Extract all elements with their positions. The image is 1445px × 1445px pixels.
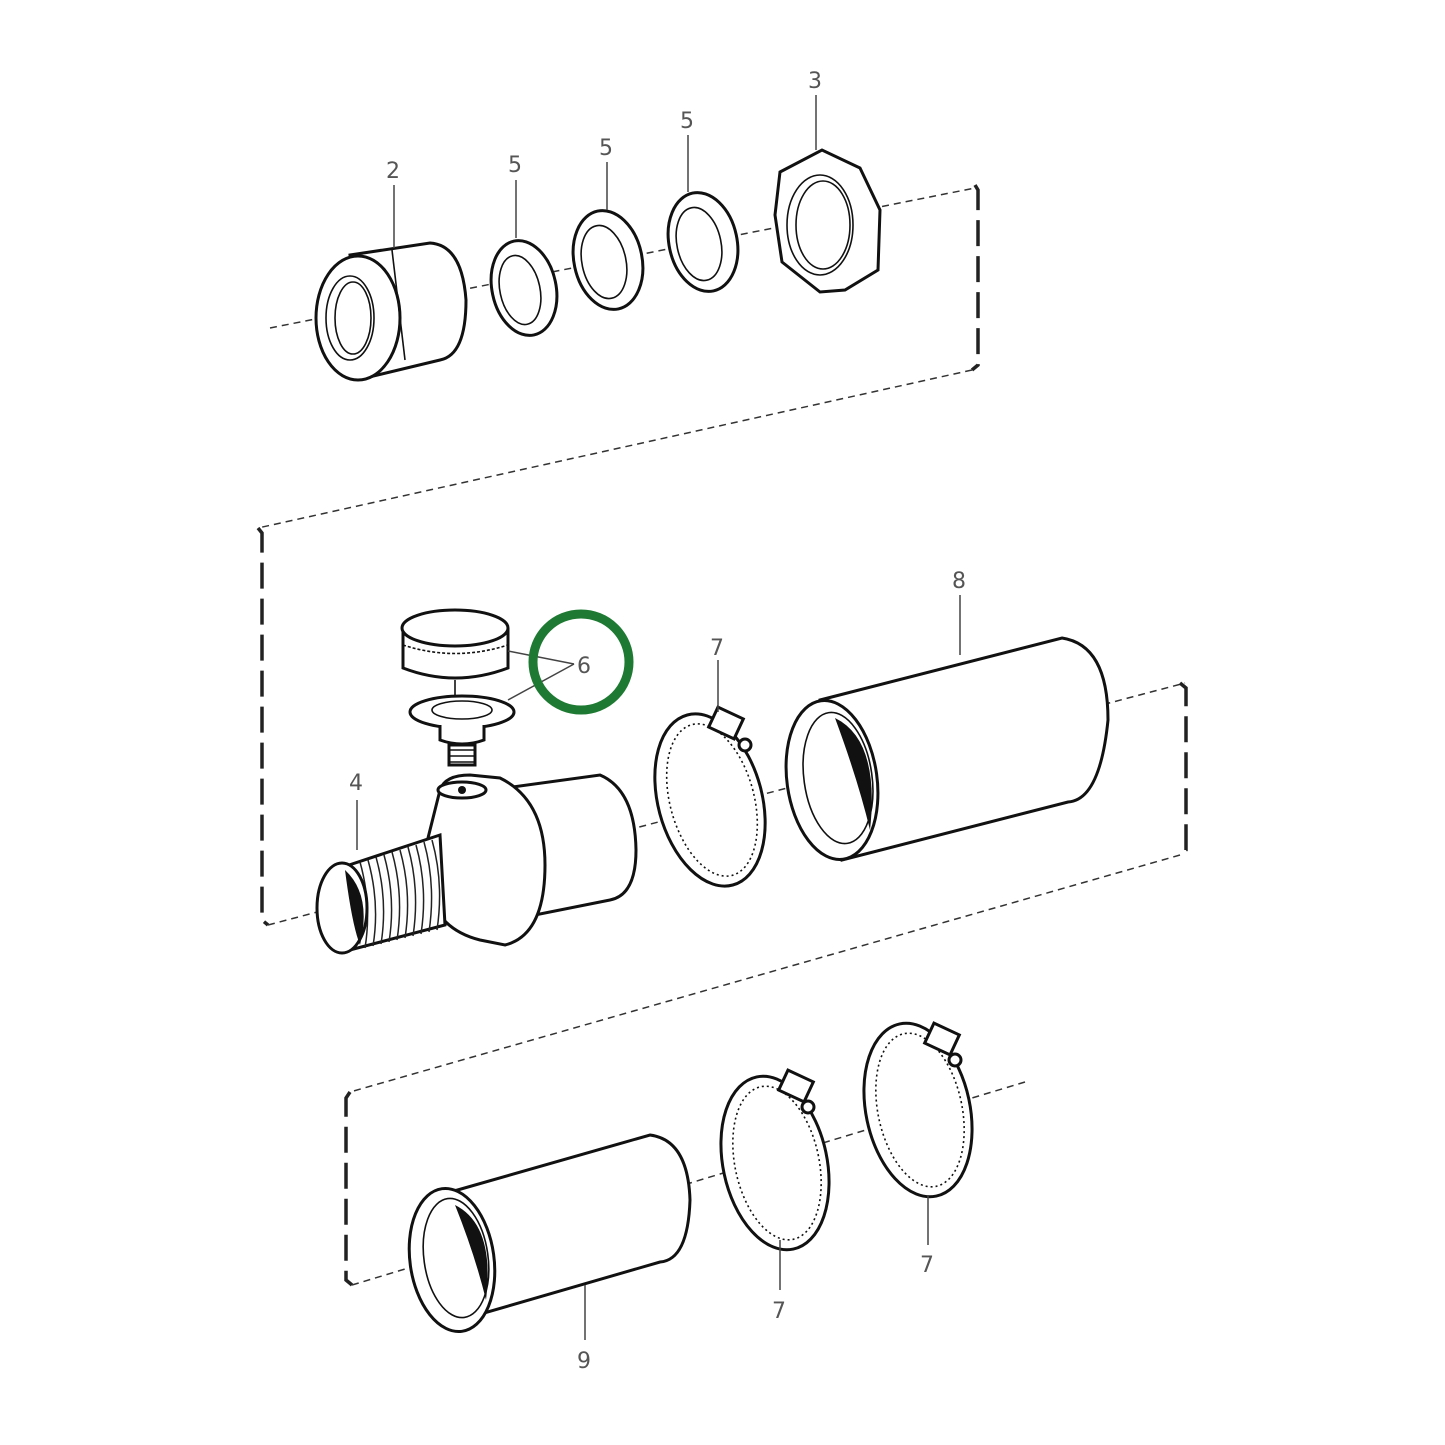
- part-2-nut: [314, 241, 468, 382]
- svg-text:8: 8: [952, 569, 966, 594]
- svg-text:4: 4: [349, 771, 363, 796]
- callout-2: 2: [386, 159, 400, 248]
- callout-5c: 5: [680, 109, 694, 192]
- part-8-hose: [784, 636, 1110, 862]
- part-7-clamp-c: [862, 1021, 974, 1199]
- svg-text:7: 7: [710, 636, 724, 661]
- part-6-valve: [408, 694, 516, 767]
- svg-text:3: 3: [808, 69, 822, 94]
- svg-text:5: 5: [508, 153, 522, 178]
- callout-9: 9: [577, 1285, 591, 1374]
- part-3-hex-nut: [773, 148, 882, 294]
- svg-text:5: 5: [599, 136, 613, 161]
- svg-text:2: 2: [386, 159, 400, 184]
- top-assembly: 2 5 5 5 3: [257, 69, 980, 529]
- part-7-clamp-b: [719, 1068, 831, 1252]
- middle-assembly: 6 4: [256, 526, 1188, 1093]
- callout-4: 4: [349, 771, 363, 850]
- part-4-fitting: [315, 773, 638, 955]
- svg-text:9: 9: [577, 1349, 591, 1374]
- svg-text:5: 5: [680, 109, 694, 134]
- part-7-clamp-a: [653, 705, 767, 888]
- svg-text:6: 6: [577, 654, 591, 679]
- highlight-circle: [528, 609, 634, 715]
- callout-3: 3: [808, 69, 822, 150]
- callout-7c: 7: [920, 1195, 934, 1278]
- part-5-ring-3: [666, 191, 740, 293]
- bottom-assembly: 9 7 7: [344, 1021, 1026, 1374]
- part-9-hose: [407, 1133, 692, 1334]
- callout-8: 8: [952, 569, 966, 655]
- callout-5a: 5: [508, 153, 522, 238]
- svg-text:7: 7: [772, 1299, 786, 1324]
- callout-6: 6: [507, 609, 634, 715]
- callout-5b: 5: [599, 136, 613, 210]
- part-5-ring-1: [489, 239, 559, 337]
- part-6-cap: [400, 608, 510, 700]
- callout-7b: 7: [772, 1240, 786, 1324]
- svg-text:7: 7: [920, 1253, 934, 1278]
- part-5-ring-2: [571, 209, 645, 311]
- callout-7a: 7: [710, 636, 724, 712]
